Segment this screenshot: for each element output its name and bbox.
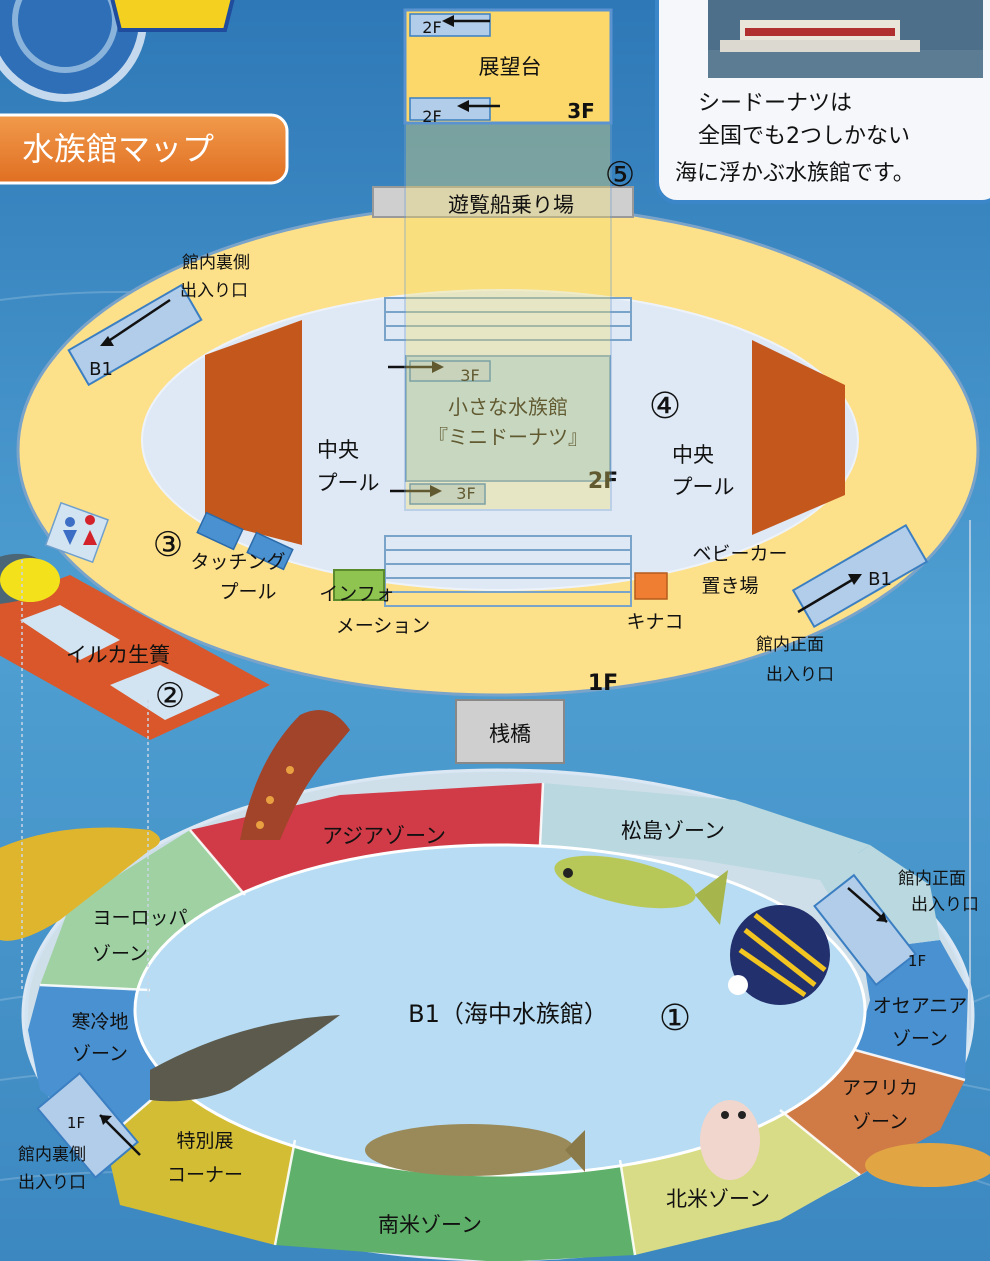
tower-marker: ⑤ <box>605 155 635 195</box>
sturgeon-image <box>150 1015 340 1102</box>
floor1-back-stair: B1 <box>89 359 113 380</box>
logo <box>0 0 235 102</box>
pool-right-label-2: プール <box>672 475 735 499</box>
map-title-banner: 水族館マップ <box>0 113 289 185</box>
observation-deck <box>403 8 613 125</box>
restroom-icon <box>44 501 109 564</box>
floor1-label: 1F <box>588 671 618 696</box>
stroller-label-2: 置き場 <box>701 575 758 597</box>
floor1-front-stair: B1 <box>868 569 892 590</box>
kinako-label: キナコ <box>626 611 683 633</box>
zone-matsushima <box>540 783 870 880</box>
information-label-2: メーション <box>336 615 431 637</box>
left-roof-panel <box>205 320 302 545</box>
zone-oceania-label-1: オセアニア <box>873 995 968 1017</box>
zone-oceania-label-2: ゾーン <box>892 1028 948 1050</box>
tower-stair-bottom: 2F <box>422 107 441 126</box>
arowana-image <box>365 1124 585 1176</box>
angelfish-image <box>728 905 830 1005</box>
zone-europe <box>40 830 245 990</box>
intro-line-3: 海に浮かぶ水族館です。 <box>675 161 915 186</box>
b1-back-stairs <box>36 1071 141 1179</box>
intro-card: シードーナツは 全国でも2つしかない 海に浮かぶ水族館です。 <box>655 0 990 204</box>
mini-aquarium <box>405 355 611 482</box>
intro-line-1: シードーナツは <box>698 91 852 116</box>
zone-europe-label-2: ゾーン <box>92 943 148 965</box>
b1-back-entrance-1: 館内裏側 <box>18 1144 86 1165</box>
yellow-fish-image <box>0 827 160 941</box>
zone-africa-label-1: アフリカ <box>842 1077 918 1099</box>
pool-left-label-1: 中央 <box>317 438 359 462</box>
zone-special-label-2: コーナー <box>167 1164 243 1186</box>
zone-north-america-label: 北米ゾーン <box>666 1187 770 1211</box>
touching-pool-marker: ③ <box>153 525 183 565</box>
green-fish-image <box>554 855 728 925</box>
sea-donut-photo <box>708 0 983 78</box>
mini-aquarium-marker: ④ <box>649 386 681 427</box>
kinako-box <box>634 572 668 600</box>
zone-special-label-1: 特別展 <box>176 1130 233 1152</box>
touching-pool-marker-shape <box>196 511 294 571</box>
dolphin-image <box>0 553 60 604</box>
pier-bottom-label: 桟橋 <box>489 722 531 746</box>
dolphin-pen <box>0 553 270 740</box>
right-roof-panel <box>752 340 845 535</box>
b1-center-pool <box>133 843 867 1177</box>
zone-cold-label-1: 寒冷地 <box>71 1011 128 1033</box>
zone-south-america-label: 南米ゾーン <box>378 1213 482 1237</box>
b1-front-entrance-2: 出入り口 <box>911 895 979 915</box>
walkway <box>384 297 632 607</box>
zone-asia-label: アジアゾーン <box>322 824 446 848</box>
boat-landing <box>372 186 634 218</box>
b1-front-entrance-1: 館内正面 <box>898 869 966 889</box>
zone-africa-label-2: ゾーン <box>852 1111 908 1133</box>
pier-top-label: 遊覧船乗り場 <box>448 193 574 217</box>
cichlid-image <box>865 1143 990 1187</box>
touching-pool-label-1: タッチング <box>190 551 285 573</box>
b1-marker: ① <box>659 998 691 1039</box>
zone-cold-label-2: ゾーン <box>72 1043 128 1065</box>
tower-floor: 3F <box>567 99 595 123</box>
zone-special <box>105 1075 295 1245</box>
mini-aquarium-label-1: 小さな水族館 <box>448 395 568 419</box>
stair-3f-upper <box>388 360 491 382</box>
mini-aquarium-label-2: 『ミニドーナツ』 <box>428 425 588 449</box>
map-title: 水族館マップ <box>22 130 214 168</box>
pier-bridge: 桟橋 <box>455 699 565 764</box>
information-box <box>333 569 385 601</box>
b1-back-entrance-2: 出入り口 <box>18 1173 86 1193</box>
floor1-back-entrance-2: 出入り口 <box>180 281 248 301</box>
dolphin-pen-marker: ② <box>155 676 185 716</box>
floor1-back-stairs <box>67 283 203 387</box>
axolotl-image <box>700 1100 760 1180</box>
floor-1f-2f: 小さな水族館 『ミニドーナツ』 ④ 3F 3F 中央 プール 中央 プール 2F… <box>16 203 980 697</box>
tower-label: 展望台 <box>479 55 542 79</box>
floor1-back-entrance-1: 館内裏側 <box>182 252 250 273</box>
dolphin-pen-label: イルカ生簀 <box>66 643 170 667</box>
intro-line-2: 全国でも2つしかない <box>698 124 910 149</box>
floor1-front-entrance-2: 出入り口 <box>766 665 834 685</box>
b1-title: B1（海中水族館） <box>408 1000 608 1028</box>
floor2-label: 2F <box>588 469 618 494</box>
floor1-front-entrance-1: 館内正面 <box>756 635 824 655</box>
zone-matsushima-label: 松島ゾーン <box>621 819 725 843</box>
tower-stair-top: 2F <box>422 18 441 37</box>
floor1-front-stairs <box>791 523 929 629</box>
pool-left-label-2: プール <box>317 471 380 495</box>
information-label-1: インフォ <box>319 583 394 605</box>
b1-front-stairs <box>813 873 917 987</box>
touching-pool-label-2: プール <box>219 581 276 603</box>
stair-3f-lower <box>390 483 486 505</box>
moray-eel-image <box>240 710 350 840</box>
b1-front-stair: 1F <box>908 952 926 970</box>
zone-europe-label-1: ヨーロッパ <box>92 907 187 929</box>
stair-3f-lower-label: 3F <box>456 484 475 503</box>
stair-3f-upper-label: 3F <box>460 366 479 385</box>
b1-back-stair: 1F <box>67 1114 85 1132</box>
stroller-label-1: ベビーカー <box>692 543 787 565</box>
b1-floor: アジアゾーン 松島ゾーン ヨーロッパ ゾーン 寒冷地 ゾーン 特別展 コーナー … <box>0 710 990 1261</box>
pool-right-label-1: 中央 <box>672 443 714 467</box>
